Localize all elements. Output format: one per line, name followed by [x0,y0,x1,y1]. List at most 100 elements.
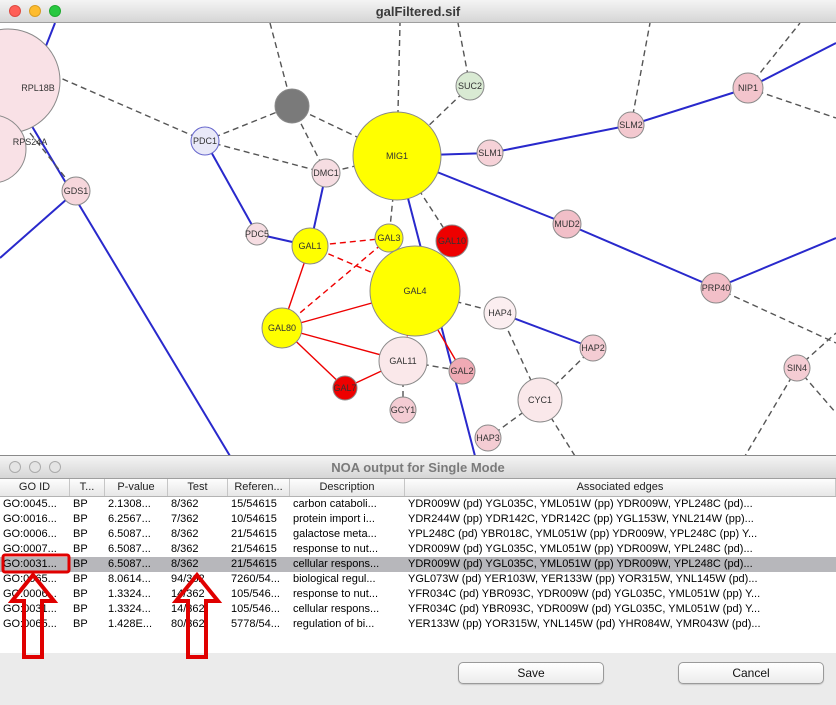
graph-node-slm2[interactable]: SLM2 [617,111,645,139]
table-cell: 6.2567... [108,513,151,525]
graph-node-label: DMC1 [313,168,339,178]
graph-node-gal2[interactable]: GAL2 [448,357,476,385]
column-header-1[interactable]: GO ID [0,479,70,496]
graph-edge[interactable] [715,237,836,289]
graph-node-cyc1[interactable]: CYC1 [517,377,563,423]
save-button[interactable]: Save [458,662,604,684]
graph-edge[interactable] [630,87,749,126]
graph-edge[interactable] [796,332,836,369]
graph-node-gal3[interactable]: GAL3 [374,223,404,253]
table-cell: 8/362 [171,498,199,510]
graph-node-label: MIG1 [386,151,408,161]
minimize-button[interactable] [29,461,41,473]
graph-node-gds1[interactable]: GDS1 [61,176,91,206]
graph-edge[interactable] [204,140,327,174]
graph-edge[interactable] [747,42,836,89]
graph-window-titlebar[interactable]: galFiltered.sif [0,0,836,23]
graph-node-label: GAL4 [403,286,426,296]
column-header-4[interactable]: Test [168,479,228,496]
table-cell: 1.428E... [108,618,153,630]
graph-node-label: RPS24A [13,137,48,147]
graph-node-nip1[interactable]: NIP1 [732,72,764,104]
table-cell: 80/362 [171,618,205,630]
minimize-button[interactable] [29,5,41,17]
column-header-6[interactable]: Description [290,479,405,496]
table-cell: YER133W (pp) YOR315W, YNL145W (pd) YHR08… [408,618,761,630]
graph-node-gal80[interactable]: GAL80 [261,307,303,349]
graph-edge[interactable] [499,312,594,349]
graph-edge[interactable] [566,223,717,289]
table-cell: carbon cataboli... [293,498,377,510]
graph-edge[interactable] [29,122,231,455]
graph-edge[interactable] [744,367,798,455]
graph-node-label: HAP3 [476,433,500,443]
table-cell: 105/546... [231,603,280,615]
graph-edge[interactable] [715,287,836,344]
graph-node-sin4[interactable]: SIN4 [783,354,811,382]
graph-node-hap4[interactable]: HAP4 [483,296,517,330]
graph-node-gal7[interactable]: GAL7 [332,375,358,401]
graph-node-suc2[interactable]: SUC2 [455,71,485,101]
graph-node-rps24a[interactable]: RPS24A [0,115,47,183]
table-cell: GO:0007... [3,543,57,555]
graph-node-label: NIP1 [738,83,758,93]
graph-node-slm1[interactable]: SLM1 [476,139,504,167]
column-header-3[interactable]: P-value [105,479,168,496]
column-header-2[interactable]: T... [70,479,105,496]
noa-window-title: NOA output for Single Mode [331,459,505,475]
table-cell: 2.1308... [108,498,151,510]
graph-node-gcy1[interactable]: GCY1 [389,396,417,424]
zoom-button[interactable] [49,5,61,17]
graph-edge[interactable] [204,105,293,142]
graph-node-prp40[interactable]: PRP40 [700,272,732,304]
zoom-button[interactable] [49,461,61,473]
close-button[interactable] [9,461,21,473]
graph-node-label: RPL18B [21,83,55,93]
close-button[interactable] [9,5,21,17]
graph-node-gal10[interactable]: GAL10 [435,224,469,258]
graph-edge[interactable] [489,124,632,154]
graph-node-pdc5[interactable]: PDC5 [245,222,269,246]
table-cell: GO:0006... [3,528,57,540]
graph-node-mud2[interactable]: MUD2 [552,209,582,239]
column-header-7[interactable]: Associated edges [405,479,836,496]
column-header-5[interactable]: Referen... [228,479,290,496]
graph-node-label: PDC5 [245,229,269,239]
table-cell: BP [73,543,88,555]
graph-node-rpl18b[interactable]: RPL18B [0,28,61,134]
graph-node-gal4[interactable]: GAL4 [369,245,461,337]
graph-node-pdc1[interactable]: PDC1 [190,126,220,156]
graph-node-unnamed[interactable] [274,88,310,124]
noa-window-titlebar[interactable]: NOA output for Single Mode [0,456,836,479]
graph-node-hap2[interactable]: HAP2 [579,334,607,362]
graph-edge[interactable] [204,140,258,235]
table-cell: GO:0065... [3,573,57,585]
graph-node-label: CYC1 [528,395,552,405]
graph-node-gal1[interactable]: GAL1 [291,227,329,265]
graph-node-gal11[interactable]: GAL11 [378,336,428,386]
table-cell: 6.5087... [108,528,151,540]
graph-node-mig1[interactable]: MIG1 [352,111,442,201]
graph-node-hap3[interactable]: HAP3 [474,424,502,452]
graph-node-label: SIN4 [787,363,807,373]
table-cell: GO:0065... [3,618,57,630]
table-cell: YFR034C (pd) YBR093C, YDR009W (pd) YGL03… [408,603,761,615]
graph-edge[interactable] [0,190,77,259]
graph-edge[interactable] [281,237,390,329]
graph-edge[interactable] [630,23,651,126]
graph-node-dmc1[interactable]: DMC1 [311,158,341,188]
graph-edge[interactable] [396,155,453,242]
table-cell: 8/362 [171,558,199,570]
cancel-button[interactable]: Cancel [678,662,824,684]
